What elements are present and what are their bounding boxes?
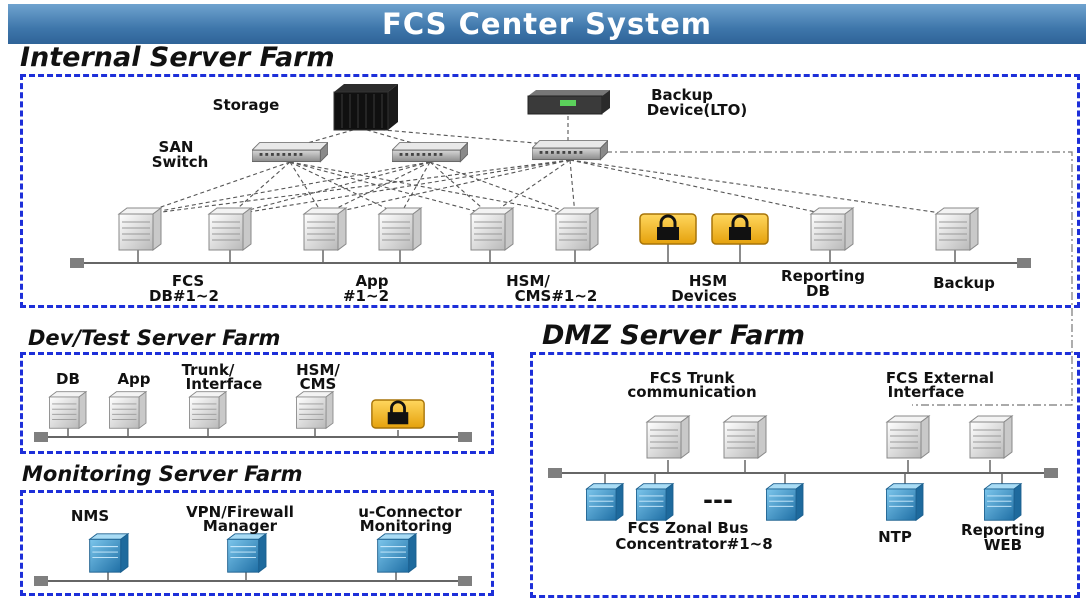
monitoring-label: Manager — [202, 517, 278, 535]
dmz-label: Concentrator#1~8 — [615, 535, 773, 553]
server-icon — [586, 483, 624, 521]
lan-buses — [34, 262, 1052, 582]
server-icon — [49, 391, 87, 429]
monitoring-farm-title: Monitoring Server Farm — [22, 462, 303, 486]
devtest-label: CMS — [299, 375, 337, 393]
group-label: Backup — [933, 274, 995, 292]
title-banner: FCS Center System — [8, 4, 1086, 44]
server-icon — [886, 415, 930, 459]
server-icon — [470, 207, 514, 251]
internal-farm-box — [20, 74, 1080, 308]
group-label: DB — [806, 282, 830, 300]
backup-device-label-1: Backup — [651, 86, 713, 104]
server-icon — [208, 207, 252, 251]
dmz-label: FCS External — [885, 369, 995, 387]
group-label: DB#1~2 — [149, 287, 219, 305]
server-icon — [303, 207, 347, 251]
group-label: Reporting — [781, 267, 865, 285]
server-icon — [118, 207, 162, 251]
devtest-farm-title: Dev/Test Server Farm — [28, 326, 281, 350]
server-icon — [984, 483, 1022, 521]
server-icon — [969, 415, 1013, 459]
lock-icon — [638, 212, 698, 246]
san-switch-icon — [252, 142, 328, 163]
monitoring-label: u-Connector — [358, 503, 462, 521]
san-switch-icon — [532, 140, 608, 161]
server-icon — [886, 483, 924, 521]
san-switch-label-1: SAN — [158, 138, 194, 156]
server-icon — [935, 207, 979, 251]
san-switch-icon — [392, 142, 468, 163]
dmz-label: Interface — [887, 383, 965, 401]
devtest-label: Interface — [185, 375, 263, 393]
storage-array-icon — [333, 84, 398, 131]
monitoring-label: NMS — [70, 507, 110, 525]
dmz-label: NTP — [878, 528, 912, 546]
backup-device-label-2: Device(LTO) — [646, 101, 748, 119]
server-icon — [646, 415, 690, 459]
internal-farm-title: Internal Server Farm — [20, 42, 335, 73]
server-drops — [67, 244, 1003, 581]
server-icon — [766, 483, 804, 521]
group-label: HSM — [688, 272, 728, 290]
dmz-label: FCS Trunk — [649, 369, 735, 387]
server-icon — [189, 391, 227, 429]
bus-terminators — [34, 258, 1058, 586]
server-icon — [810, 207, 854, 251]
devtest-label: HSM/ — [296, 361, 340, 379]
dmz-farm-box — [530, 352, 1080, 598]
dmz-farm-title: DMZ Server Farm — [542, 320, 805, 351]
devtest-label: App — [117, 370, 151, 388]
group-label: App — [355, 272, 389, 290]
server-icon — [227, 533, 267, 573]
dmz-label: communication — [627, 383, 757, 401]
monitoring-label: Monitoring — [359, 517, 453, 535]
group-label: HSM/ — [506, 272, 550, 290]
dmz-ellipsis: --- — [703, 486, 733, 514]
devtest-label: Trunk/ — [181, 361, 235, 379]
server-icon — [109, 391, 147, 429]
lock-icon — [710, 212, 770, 246]
tape-library-icon — [527, 90, 610, 115]
server-icon — [555, 207, 599, 251]
monitoring-farm-box — [20, 490, 494, 596]
group-label: CMS#1~2 — [514, 287, 598, 305]
san-switch-label-2: Switch — [151, 153, 209, 171]
monitoring-label: VPN/Firewall — [186, 503, 294, 521]
server-icon — [636, 483, 674, 521]
san-connections — [137, 116, 956, 216]
devtest-label: DB — [56, 370, 80, 388]
server-icon — [296, 391, 334, 429]
lock-icon — [370, 398, 426, 430]
group-label: #1~2 — [342, 287, 390, 305]
server-icon — [723, 415, 767, 459]
dmz-label: Reporting — [961, 521, 1045, 539]
devtest-farm-box — [20, 352, 494, 454]
dmz-label: FCS Zonal Bus — [627, 519, 749, 537]
storage-label: Storage — [212, 96, 280, 114]
group-label: Devices — [671, 287, 737, 305]
group-label: FCS — [171, 272, 205, 290]
backup-to-dmz-link — [604, 151, 1073, 406]
server-icon — [378, 207, 422, 251]
server-icon — [377, 533, 417, 573]
dmz-label: WEB — [983, 536, 1023, 554]
server-icon — [89, 533, 129, 573]
